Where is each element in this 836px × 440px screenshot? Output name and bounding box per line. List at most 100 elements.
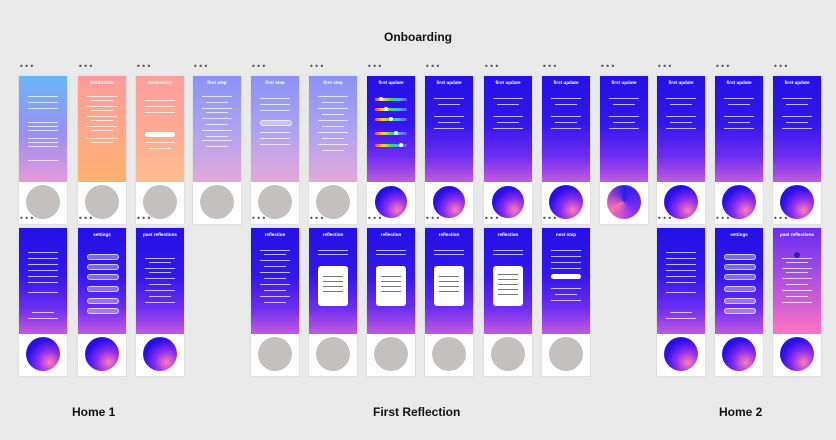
next-step-field[interactable]	[551, 274, 581, 279]
settings-field[interactable]	[87, 254, 119, 260]
more-menu-icon[interactable]: •••	[136, 62, 152, 71]
input-field[interactable]	[260, 120, 292, 126]
reflection-card[interactable]	[376, 266, 406, 306]
settings-field[interactable]	[87, 308, 119, 314]
screen-frame[interactable]: destination	[78, 76, 126, 224]
settings-field[interactable]	[724, 286, 756, 292]
orb-icon[interactable]	[143, 337, 177, 371]
more-menu-icon[interactable]: •••	[425, 214, 441, 223]
screen-frame[interactable]: first update	[484, 76, 532, 224]
screen-frame[interactable]	[19, 228, 67, 376]
more-menu-icon[interactable]: •••	[484, 62, 500, 71]
slider-knob-icon[interactable]	[389, 117, 393, 121]
settings-field[interactable]	[724, 308, 756, 314]
mood-slider[interactable]	[375, 132, 407, 135]
screen-frame[interactable]: settings	[78, 228, 126, 376]
settings-field[interactable]	[87, 298, 119, 304]
screen-frame[interactable]: first update	[367, 76, 415, 224]
slider-knob-icon[interactable]	[379, 97, 383, 101]
orb-icon[interactable]	[316, 185, 350, 219]
screen-frame[interactable]: first step	[193, 76, 241, 224]
more-menu-icon[interactable]: •••	[367, 214, 383, 223]
slider-knob-icon[interactable]	[394, 131, 398, 135]
slider-knob-icon[interactable]	[399, 143, 403, 147]
more-menu-icon[interactable]: •••	[78, 214, 94, 223]
more-menu-icon[interactable]: •••	[542, 214, 558, 223]
orb-icon[interactable]	[316, 337, 350, 371]
screen-frame[interactable]: first update	[657, 76, 705, 224]
orb-icon[interactable]	[432, 185, 466, 219]
settings-field[interactable]	[724, 254, 756, 260]
screen-frame[interactable]: first update	[600, 76, 648, 224]
mood-slider[interactable]	[375, 144, 407, 147]
more-menu-icon[interactable]: •••	[425, 62, 441, 71]
settings-field[interactable]	[724, 274, 756, 280]
orb-icon[interactable]	[607, 185, 641, 219]
orb-icon[interactable]	[780, 337, 814, 371]
more-menu-icon[interactable]: •••	[657, 214, 673, 223]
settings-field[interactable]	[87, 264, 119, 270]
mood-slider[interactable]	[375, 108, 407, 111]
more-menu-icon[interactable]: •••	[657, 62, 673, 71]
settings-field[interactable]	[724, 264, 756, 270]
more-menu-icon[interactable]: •••	[309, 214, 325, 223]
screen-frame[interactable]: first update	[715, 76, 763, 224]
orb-icon[interactable]	[491, 337, 525, 371]
more-menu-icon[interactable]: •••	[773, 62, 789, 71]
more-menu-icon[interactable]: •••	[715, 62, 731, 71]
orb-icon[interactable]	[722, 337, 756, 371]
orb-icon[interactable]	[143, 185, 177, 219]
settings-field[interactable]	[724, 298, 756, 304]
reflection-card[interactable]	[318, 266, 348, 306]
screen-frame[interactable]: next step	[542, 228, 590, 376]
orb-icon[interactable]	[26, 185, 60, 219]
screen-frame[interactable]: past reflections	[136, 228, 184, 376]
orb-icon[interactable]	[26, 337, 60, 371]
settings-field[interactable]	[87, 286, 119, 292]
orb-icon[interactable]	[491, 185, 525, 219]
screen-frame[interactable]: first update	[425, 76, 473, 224]
screen-frame[interactable]: reflection	[484, 228, 532, 376]
orb-icon[interactable]	[85, 185, 119, 219]
screen-frame[interactable]	[657, 228, 705, 376]
screen-frame[interactable]: reflection	[425, 228, 473, 376]
more-menu-icon[interactable]: •••	[251, 214, 267, 223]
settings-field[interactable]	[87, 274, 119, 280]
more-menu-icon[interactable]: •••	[484, 214, 500, 223]
orb-icon[interactable]	[200, 185, 234, 219]
orb-icon[interactable]	[549, 185, 583, 219]
more-menu-icon[interactable]: •••	[136, 214, 152, 223]
orb-icon[interactable]	[258, 185, 292, 219]
more-menu-icon[interactable]: •••	[19, 214, 35, 223]
screen-frame[interactable]: first step	[251, 76, 299, 224]
more-menu-icon[interactable]: •••	[78, 62, 94, 71]
more-menu-icon[interactable]: •••	[309, 62, 325, 71]
slider-knob-icon[interactable]	[384, 107, 388, 111]
orb-icon[interactable]	[258, 337, 292, 371]
orb-icon[interactable]	[664, 185, 698, 219]
screen-frame[interactable]: settings	[715, 228, 763, 376]
screen-frame[interactable]: reflection	[309, 228, 357, 376]
more-menu-icon[interactable]: •••	[367, 62, 383, 71]
reflection-card[interactable]	[493, 266, 523, 306]
screen-frame[interactable]	[19, 76, 67, 224]
more-menu-icon[interactable]: •••	[251, 62, 267, 71]
more-menu-icon[interactable]: •••	[19, 62, 35, 71]
text-field[interactable]	[145, 132, 175, 137]
screen-frame[interactable]: first update	[542, 76, 590, 224]
orb-icon[interactable]	[780, 185, 814, 219]
mood-slider[interactable]	[375, 98, 407, 101]
orb-icon[interactable]	[664, 337, 698, 371]
screen-frame[interactable]: reflection	[251, 228, 299, 376]
more-menu-icon[interactable]: •••	[542, 62, 558, 71]
orb-icon[interactable]	[374, 185, 408, 219]
orb-icon[interactable]	[85, 337, 119, 371]
screen-frame[interactable]: first update	[773, 76, 821, 224]
orb-icon[interactable]	[722, 185, 756, 219]
orb-icon[interactable]	[549, 337, 583, 371]
more-menu-icon[interactable]: •••	[600, 62, 616, 71]
orb-icon[interactable]	[374, 337, 408, 371]
screen-frame[interactable]: first step	[309, 76, 357, 224]
screen-frame[interactable]: reflection	[367, 228, 415, 376]
more-menu-icon[interactable]: •••	[773, 214, 789, 223]
